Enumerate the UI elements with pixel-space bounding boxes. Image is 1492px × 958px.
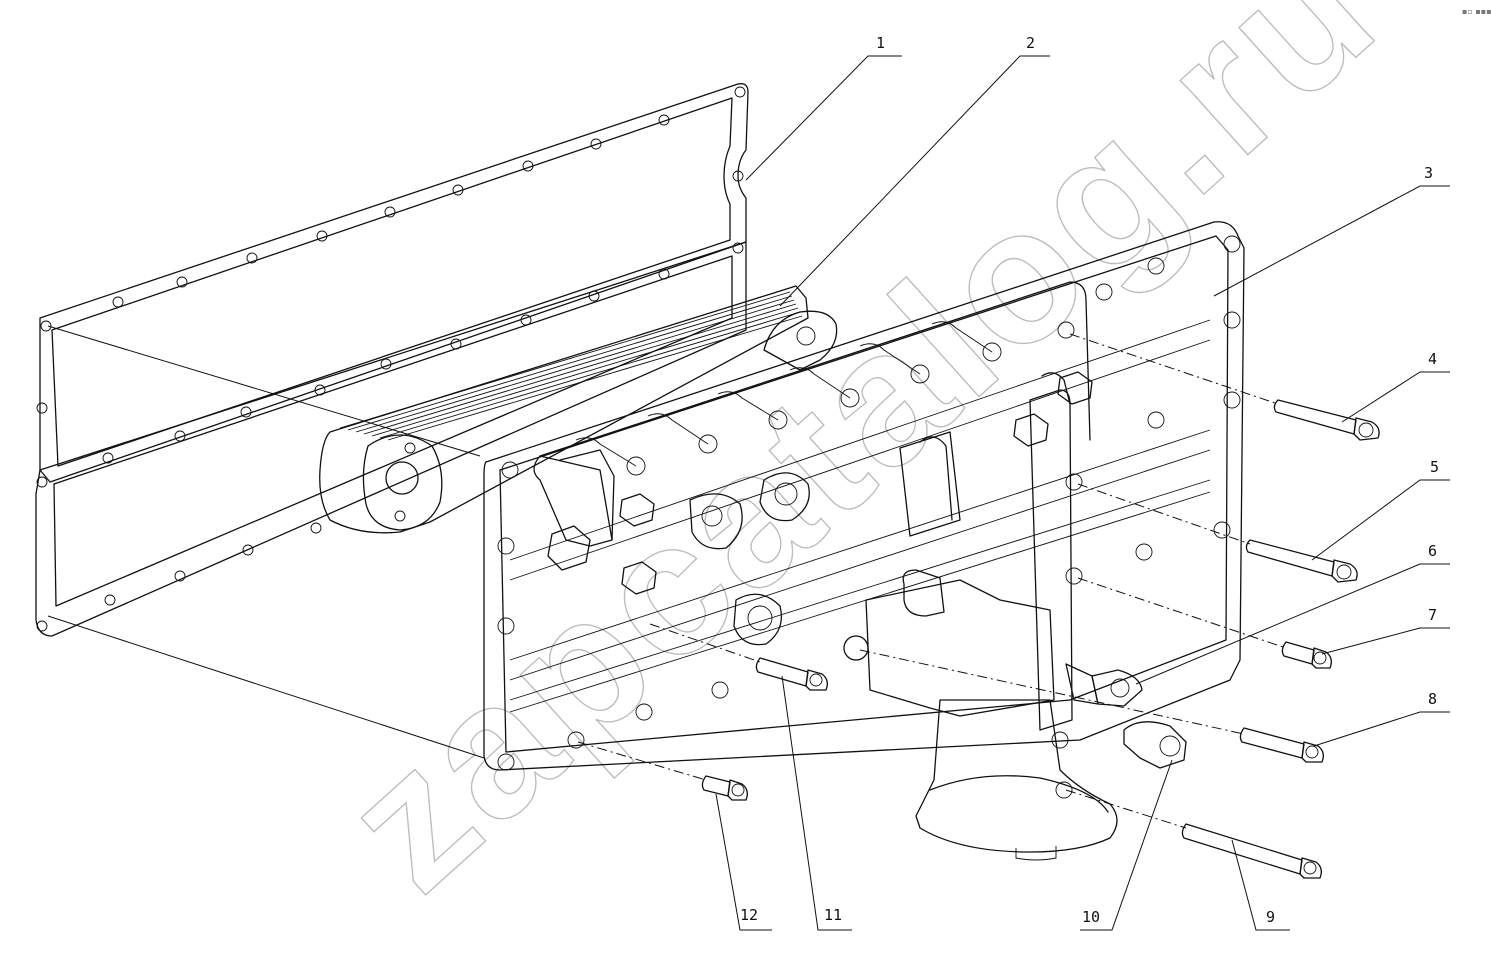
bolt-part-8 (1239, 727, 1324, 763)
leader-lines (47, 55, 1450, 931)
callout-7: 7 (1428, 606, 1437, 624)
callout-1: 1 (876, 34, 885, 52)
bolt-part-9 (1181, 823, 1322, 879)
filter-base (915, 699, 1118, 861)
callout-11: 11 (824, 906, 842, 924)
bolt-part-12 (701, 775, 748, 801)
bolt-part-11 (755, 657, 828, 691)
bolt-part-7 (1281, 641, 1332, 669)
callout-5: 5 (1430, 458, 1439, 476)
gasket-part-1 (35, 83, 749, 637)
callout-9: 9 (1266, 908, 1275, 926)
sensor-part-6 (1065, 663, 1143, 707)
corner-mark: ▪▫ ▪▪▪ (1462, 7, 1492, 16)
callout-6: 6 (1428, 542, 1437, 560)
plug-part-10 (1123, 721, 1187, 769)
oil-cooler-core-part-2 (319, 285, 838, 534)
callout-12: 12 (740, 906, 758, 924)
center-lines (577, 333, 1287, 829)
callout-4: 4 (1428, 350, 1437, 368)
callouts: 1 2 3 4 5 6 7 8 9 10 11 12 (740, 34, 1439, 926)
callout-2: 2 (1026, 34, 1035, 52)
bolt-part-5 (1245, 539, 1358, 583)
callout-3: 3 (1424, 164, 1433, 182)
bolt-part-4 (1273, 399, 1380, 441)
fasteners (547, 371, 1380, 879)
callout-8: 8 (1428, 690, 1437, 708)
watermark-text: zapcatalog.ru (306, 0, 1416, 930)
callout-10: 10 (1082, 908, 1100, 926)
watermark: zapcatalog.ru (305, 0, 1416, 931)
